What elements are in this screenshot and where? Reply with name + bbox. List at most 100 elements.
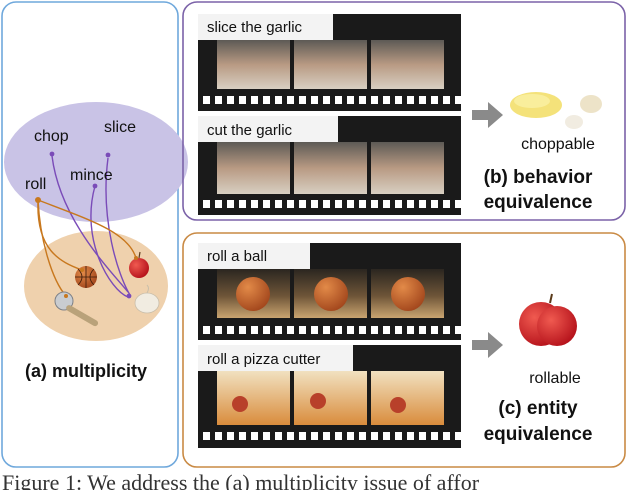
sprocket-hole [227,200,234,208]
sprocket-hole [287,200,294,208]
basketball-frame-1-icon [236,277,270,311]
sprocket-hole [311,326,318,334]
sprocket-hole [443,326,450,334]
sprocket-hole [455,326,462,334]
figure-caption: Figure 1: We address the (a) multiplicit… [2,470,480,490]
sprocket-hole [239,432,246,440]
sprocket-hole [287,432,294,440]
sprocket-hole [215,326,222,334]
sprocket-hole [431,96,438,104]
sprocket-hole [263,326,270,334]
sprocket-hole [443,96,450,104]
garlic-icon [134,284,160,314]
edge-mince-garlic [90,185,129,298]
frame-cut-1 [217,142,290,194]
sprocket-hole [455,200,462,208]
entity-border [182,232,626,468]
frame-pizza-1 [217,371,290,425]
sprocket-hole [203,96,210,104]
object-dot-apple [134,256,138,260]
edge-roll-apple [37,199,137,259]
sprocket-hole [299,96,306,104]
film-strip-cut: cut the garlic [198,116,461,215]
sprocket-hole [323,96,330,104]
sprocket-hole [251,200,258,208]
frame-cut-3 [371,142,444,194]
sprocket-hole [227,96,234,104]
verb-label-roll: roll [25,176,46,193]
sprocket-hole [383,326,390,334]
frame-pizza-3 [371,371,444,425]
sprocket-hole [407,432,414,440]
sprocket-hole [359,96,366,104]
pizza-cutter-icon [54,291,99,327]
edge-roll-pizza-cutter [37,199,67,297]
sprocket-hole [419,96,426,104]
sprocket-hole [239,96,246,104]
sprocket-hole [203,326,210,334]
verb-label-mince: mince [70,167,113,184]
sprocket-hole [371,432,378,440]
sprocket-hole [311,96,318,104]
sprocket-hole [455,432,462,440]
sprocket-hole [299,326,306,334]
apple-large-icon [519,293,577,346]
object-dot-garlic [126,293,132,299]
sprocket-hole [263,432,270,440]
sprocket-hole [335,200,342,208]
sprocket-hole [215,96,222,104]
clip-caption-ball: roll a ball [207,248,267,265]
sprocket-hole [371,326,378,334]
sprocket-hole [203,200,210,208]
verb-dot-roll [35,197,41,203]
behavior-panel: slice the garlic cut the garlic choppabl… [182,1,626,221]
basketball-icon [75,266,97,288]
verb-label-chop: chop [34,128,69,145]
sprocket-hole [395,432,402,440]
sprocket-hole [311,200,318,208]
sprocket-hole [215,200,222,208]
sprocket-hole [407,96,414,104]
clip-caption-slice: slice the garlic [207,19,303,36]
sprocket-hole [347,326,354,334]
sprocket-hole [419,200,426,208]
film-strip-slice: slice the garlic [198,14,461,111]
sprocket-hole [407,200,414,208]
sprocket-hole [251,326,258,334]
behavior-border [182,1,626,221]
sprocket-hole [335,432,342,440]
sprocket-hole [419,432,426,440]
verb-dot-slice [105,152,111,158]
sprocket-hole [395,200,402,208]
sprocket-hole [395,326,402,334]
sprocket-hole [299,432,306,440]
multiplicity-label: (a) multiplicity [25,361,147,381]
sprocket-hole [443,200,450,208]
frame-cut-2 [294,142,367,194]
object-dot-cutter [64,294,68,298]
sprocket-hole [347,96,354,104]
sprocket-hole [431,432,438,440]
behavior-label-line1: (b) behavior [484,167,593,188]
property-label-choppable: choppable [521,136,595,153]
arrow-icon [472,102,503,128]
sprocket-hole [323,200,330,208]
edge-slice-garlic [105,157,131,296]
sprocket-hole [407,326,414,334]
sprocket-hole [419,326,426,334]
edges [37,155,137,298]
sprocket-hole [383,200,390,208]
sprocket-hole [359,326,366,334]
sprocket-hole [383,96,390,104]
film-sprockets [203,96,462,440]
sprocket-hole [227,326,234,334]
frame-slice-3 [371,40,444,89]
clip-caption-pizza: roll a pizza cutter [207,351,320,368]
sprocket-hole [431,200,438,208]
sprocket-hole [359,200,366,208]
frame-pizza-2 [294,371,367,425]
sprocket-hole [263,200,270,208]
sprocket-hole [371,200,378,208]
entity-panel: roll a ball roll a pizza cutter rollable… [182,232,626,468]
